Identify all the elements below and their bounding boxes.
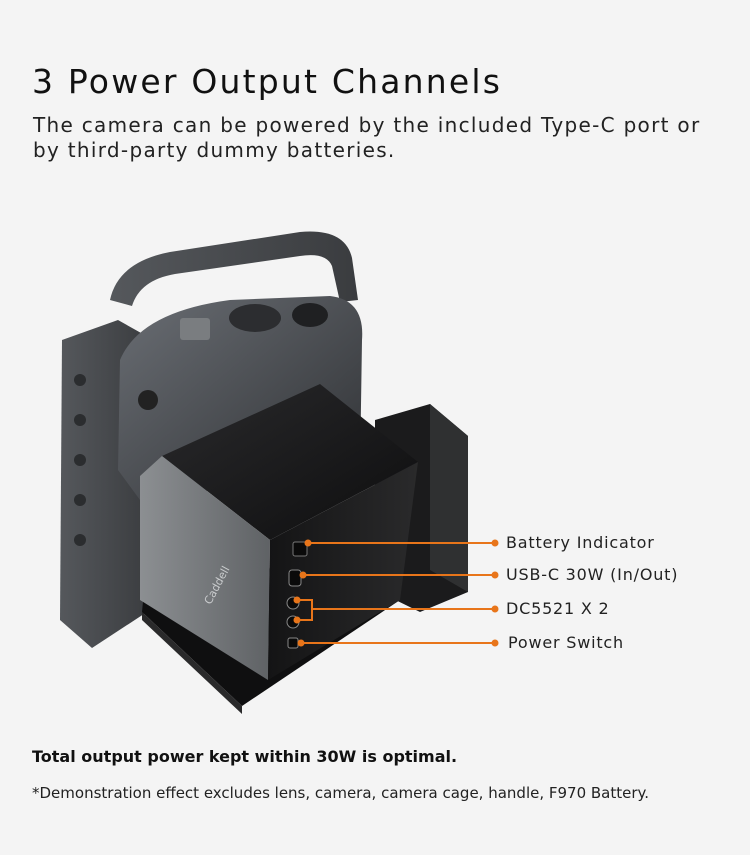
callout-dots <box>293 539 499 647</box>
disclaimer-note: *Demonstration effect excludes lens, cam… <box>32 784 650 802</box>
power-box: Caddell <box>140 384 418 680</box>
power-switch-icon <box>287 637 299 649</box>
callout-usb-c: USB-C 30W (In/Out) <box>506 565 679 584</box>
callout-battery-indicator: Battery Indicator <box>506 533 655 552</box>
usb-c-port-icon <box>288 569 302 587</box>
callout-dc5521: DC5521 X 2 <box>506 599 610 618</box>
power-note: Total output power kept within 30W is op… <box>32 747 458 766</box>
page-subtitle: The camera can be powered by the include… <box>33 113 701 162</box>
product-illustration: Caddell <box>60 231 499 714</box>
callout-lines <box>297 542 495 644</box>
page-title: 3 Power Output Channels <box>32 62 503 101</box>
callout-power-switch: Power Switch <box>508 633 624 652</box>
battery-indicator-icon <box>292 541 308 557</box>
